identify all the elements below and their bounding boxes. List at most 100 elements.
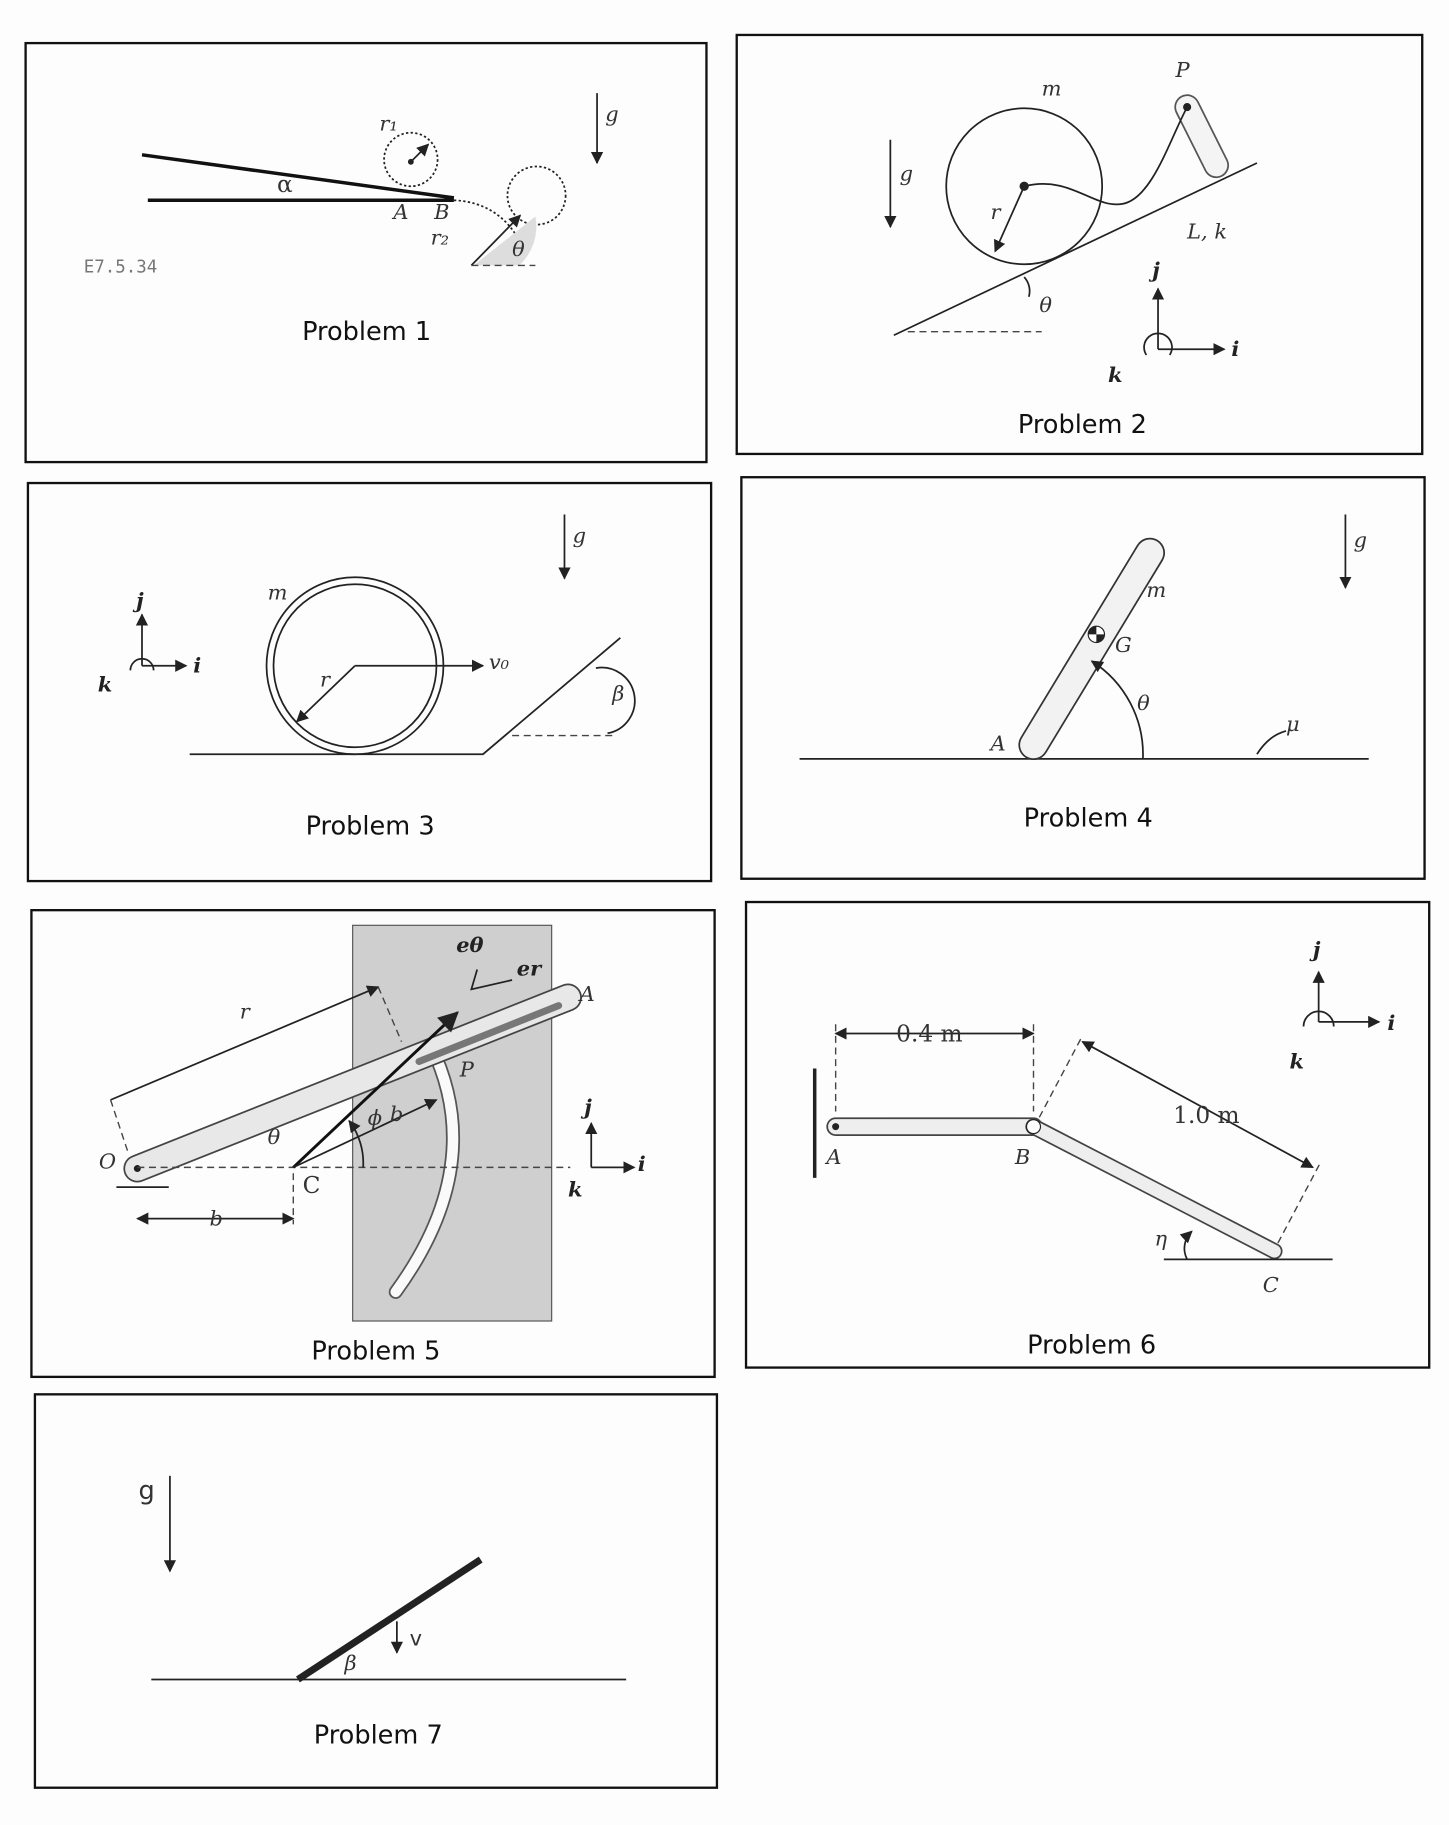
radius-arrow <box>994 185 1025 253</box>
label-j: j <box>580 1094 592 1119</box>
mu-leader <box>1256 730 1287 755</box>
dim-1.0m <box>1081 1040 1314 1169</box>
arm-slot <box>415 1002 563 1065</box>
unit-vectors <box>470 969 513 991</box>
label-j: j <box>1309 937 1321 962</box>
label-r: r <box>320 668 332 692</box>
axis-k-circle <box>129 657 155 671</box>
label-r1: r₁ <box>379 111 397 135</box>
label-A: A <box>824 1145 841 1169</box>
problem-2-frame <box>735 33 1424 456</box>
label-A: A <box>988 732 1005 756</box>
label-j: j <box>132 588 144 613</box>
label-beta: β <box>611 682 624 706</box>
problem-3-frame <box>26 481 713 883</box>
label-g: g <box>1354 528 1367 552</box>
disk <box>945 107 1104 266</box>
problem-5-frame <box>30 909 716 1379</box>
label-g: g <box>900 161 913 185</box>
problem-5-title: Problem 5 <box>311 1336 440 1366</box>
label-b-distance: b <box>209 1207 222 1231</box>
label-theta: θ <box>1137 691 1150 715</box>
problem-3-figure: m r v₀ β g j i k Problem 3 <box>26 481 713 883</box>
beta-arc <box>595 666 636 735</box>
label-r2: r₂ <box>431 225 449 249</box>
label-alpha: α <box>277 171 293 198</box>
pin-P <box>1183 103 1192 112</box>
radius-arrow <box>295 665 356 723</box>
b-radius <box>292 1099 438 1169</box>
label-g: g <box>573 523 586 547</box>
problem-3-title: Problem 3 <box>306 812 435 842</box>
label-1.0m: 1.0 m <box>1173 1102 1239 1129</box>
r-dimension <box>110 985 380 1101</box>
label-b-radius: b <box>390 1102 403 1126</box>
theta-arc <box>1090 660 1144 759</box>
upper-strip <box>141 153 455 200</box>
problem-4-frame <box>740 476 1426 880</box>
label-theta: θ <box>268 1125 281 1149</box>
problem-2-title: Problem 2 <box>1018 410 1147 440</box>
label-k: k <box>1290 1048 1305 1073</box>
label-phi: ϕ <box>368 1105 382 1129</box>
label-theta: θ <box>512 237 525 261</box>
label-e-r: er <box>517 955 543 980</box>
theta-arc <box>1023 276 1031 298</box>
incline <box>893 162 1258 337</box>
problem-4-figure: m G A θ μ g Problem 4 <box>740 476 1426 880</box>
spring <box>1023 106 1188 206</box>
label-B: B <box>1014 1145 1030 1169</box>
label-L-k: L, k <box>1186 220 1227 244</box>
exercise-code: E7.5.34 <box>84 257 158 277</box>
label-A: A <box>391 200 408 224</box>
r2-arrow <box>470 214 522 267</box>
label-mu: μ <box>1286 712 1300 736</box>
label-B: B <box>433 200 449 224</box>
label-A: A <box>578 982 595 1006</box>
problem-2-figure: m P r L, k θ g j i k Problem 2 <box>735 33 1424 456</box>
label-O: O <box>99 1150 116 1174</box>
problem-6-frame <box>744 900 1431 1369</box>
roller-r1 <box>383 131 439 188</box>
problem-1-figure: α A B r₁ r₂ θ g E7.5.34 Problem 1 <box>24 41 708 464</box>
label-i: i <box>1387 1010 1395 1035</box>
phi-arc <box>348 1119 365 1168</box>
label-m: m <box>268 580 288 604</box>
label-g: g <box>605 102 618 126</box>
label-P: P <box>459 1058 475 1082</box>
label-k: k <box>98 671 113 696</box>
label-G: G <box>1115 633 1132 657</box>
pin-A <box>832 1123 840 1131</box>
axis-k-circle <box>1143 332 1173 356</box>
problem-5-figure: O A P C r b b θ ϕ eθ er j i k Problem 5 <box>30 909 716 1379</box>
label-m: m <box>1042 76 1062 100</box>
label-v0: v₀ <box>489 650 510 674</box>
problem-1-frame <box>24 41 708 464</box>
ground-and-ramp <box>189 637 621 756</box>
pin-B <box>1025 1119 1042 1135</box>
problem-4-title: Problem 4 <box>1024 803 1153 833</box>
pivot-O <box>133 1165 141 1173</box>
label-C: C <box>303 1172 321 1199</box>
label-j: j <box>1148 257 1160 282</box>
problem-7-title: Problem 7 <box>314 1720 443 1750</box>
label-v: v <box>410 1627 422 1651</box>
r1-arrow <box>410 143 430 163</box>
roller-r2 <box>506 165 567 226</box>
eta-arc <box>1179 1230 1193 1260</box>
label-beta: β <box>344 1651 357 1675</box>
label-i: i <box>638 1151 646 1176</box>
label-k: k <box>1108 362 1123 387</box>
label-g: g <box>138 1476 154 1506</box>
label-theta: θ <box>1039 293 1052 317</box>
label-i: i <box>1231 336 1239 361</box>
label-P: P <box>1174 58 1190 82</box>
label-m: m <box>1146 578 1166 602</box>
theta-sector <box>473 216 537 266</box>
label-0.4m: 0.4 m <box>896 1021 962 1048</box>
problem-7-figure: g v β Problem 7 <box>33 1393 719 1789</box>
label-r: r <box>990 200 1002 224</box>
label-C: C <box>1263 1273 1279 1297</box>
problem-6-title: Problem 6 <box>1027 1331 1156 1361</box>
